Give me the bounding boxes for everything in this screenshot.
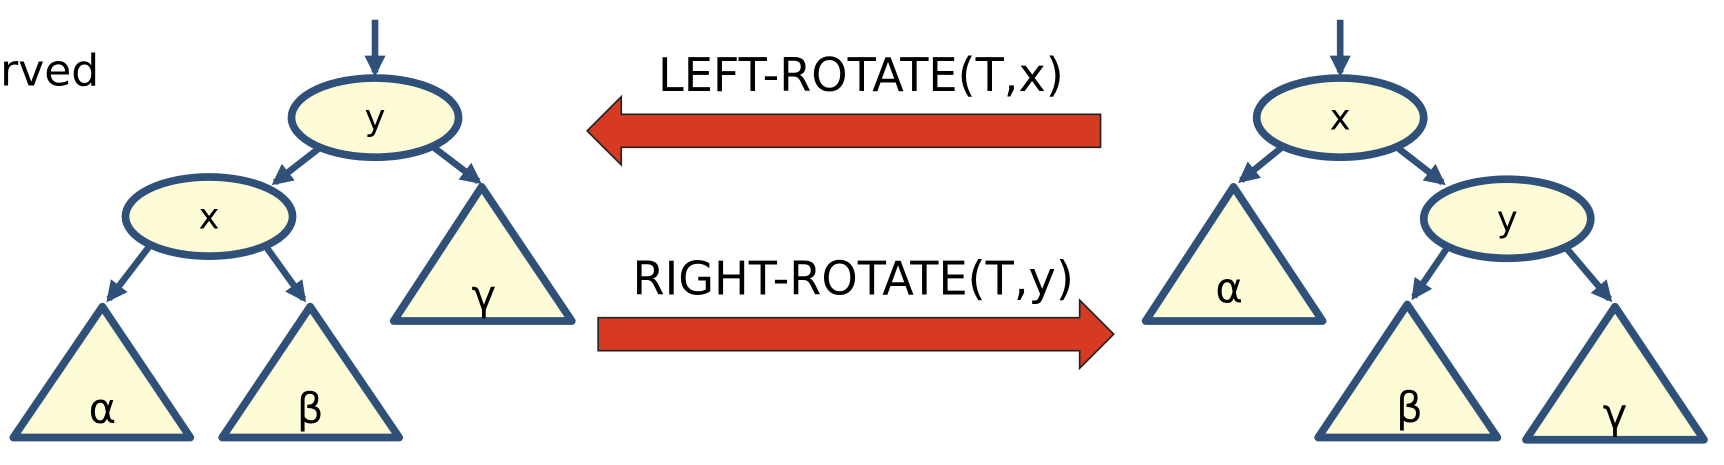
right-rotate-label: RIGHT-ROTATE(T,y) — [633, 252, 1074, 306]
subtree-alpha — [9, 302, 195, 442]
node-y-label: y — [1497, 199, 1518, 240]
subtree-alpha-label: α — [89, 384, 117, 433]
node-x-label: x — [1330, 98, 1351, 139]
node-x — [121, 173, 297, 260]
edge-x-y — [1396, 145, 1446, 186]
right-arrow-icon — [597, 298, 1115, 371]
subtree-gamma-label: γ — [471, 271, 496, 320]
edge-x-beta — [264, 246, 307, 303]
edge-x-alpha — [1237, 144, 1285, 183]
subtree-gamma — [1522, 302, 1708, 444]
subtree-beta-label: β — [1396, 383, 1423, 432]
edge-x-alpha — [106, 245, 152, 303]
edge-y-gamma — [430, 143, 482, 185]
subtree-alpha-label: α — [1215, 263, 1243, 312]
left-tree: y x γ α β — [9, 19, 576, 442]
edge-y-beta — [1411, 246, 1450, 301]
subtree-beta — [218, 302, 404, 442]
left-rotate-label: LEFT-ROTATE(T,x) — [658, 48, 1064, 102]
right-tree: x y α β γ — [1141, 19, 1708, 444]
node-x — [1252, 74, 1428, 162]
subtree-beta-label: β — [297, 384, 324, 433]
edge-y-gamma — [1564, 246, 1613, 303]
node-y — [1419, 175, 1595, 263]
subtree-alpha — [1141, 183, 1327, 325]
node-y — [287, 74, 463, 162]
node-x-label: x — [199, 197, 220, 238]
cropped-text: rved — [0, 46, 99, 97]
subtree-gamma — [389, 183, 576, 325]
left-arrow-icon — [586, 94, 1102, 167]
edge-y-x — [271, 145, 321, 186]
node-y-label: y — [365, 98, 386, 139]
subtree-gamma-label: γ — [1603, 390, 1628, 439]
subtree-beta — [1314, 300, 1502, 442]
